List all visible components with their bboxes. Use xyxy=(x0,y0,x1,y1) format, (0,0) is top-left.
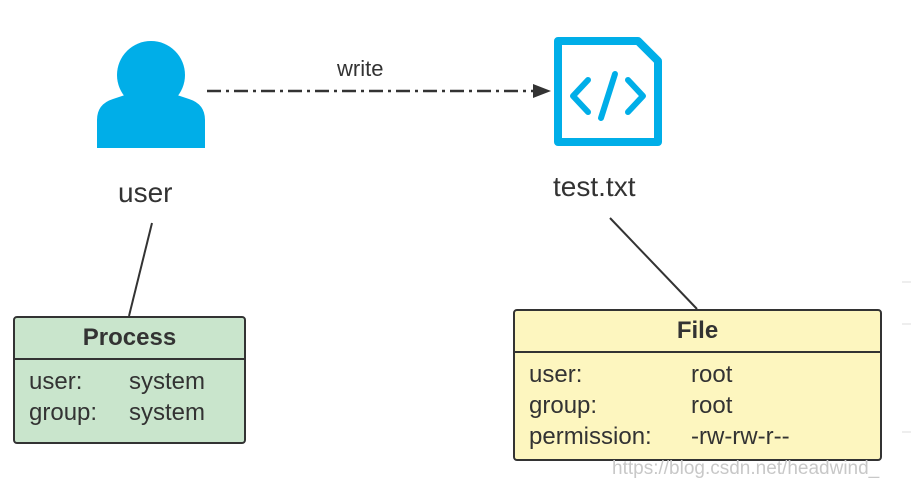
process-row-key: user: xyxy=(29,368,83,395)
file-row-key: group: xyxy=(529,392,598,419)
file-row-permission: permission: -rw-rw-r-- xyxy=(515,421,880,452)
process-row-value: system xyxy=(129,399,206,426)
process-row-key: group: xyxy=(29,399,98,426)
process-box: Process user: system group: system xyxy=(13,316,246,444)
process-row-user: user: system xyxy=(15,366,244,397)
write-edge-label: write xyxy=(337,56,384,81)
file-node-label: test.txt xyxy=(553,171,636,202)
process-row-value: system xyxy=(129,368,206,395)
process-box-title: Process xyxy=(15,318,244,360)
process-row-group: group: system xyxy=(15,397,244,428)
file-box-title: File xyxy=(515,311,880,353)
file-row-value: root xyxy=(691,361,733,388)
file-row-value: root xyxy=(691,392,733,419)
user-node-label: user xyxy=(118,177,173,208)
file-to-filebox-connector xyxy=(609,217,698,310)
user-icon xyxy=(97,41,205,148)
code-file-icon xyxy=(554,37,662,146)
file-row-key: permission: xyxy=(529,423,652,450)
watermark-text: https://blog.csdn.net/headwind_ xyxy=(612,458,880,479)
file-row-user: user: root xyxy=(515,359,880,390)
write-arrow-head xyxy=(533,84,551,98)
user-to-process-connector xyxy=(128,222,153,317)
file-row-value: -rw-rw-r-- xyxy=(691,423,790,450)
file-box: File user: root group: root permission: … xyxy=(513,309,882,461)
file-row-group: group: root xyxy=(515,390,880,421)
file-row-key: user: xyxy=(529,361,583,388)
